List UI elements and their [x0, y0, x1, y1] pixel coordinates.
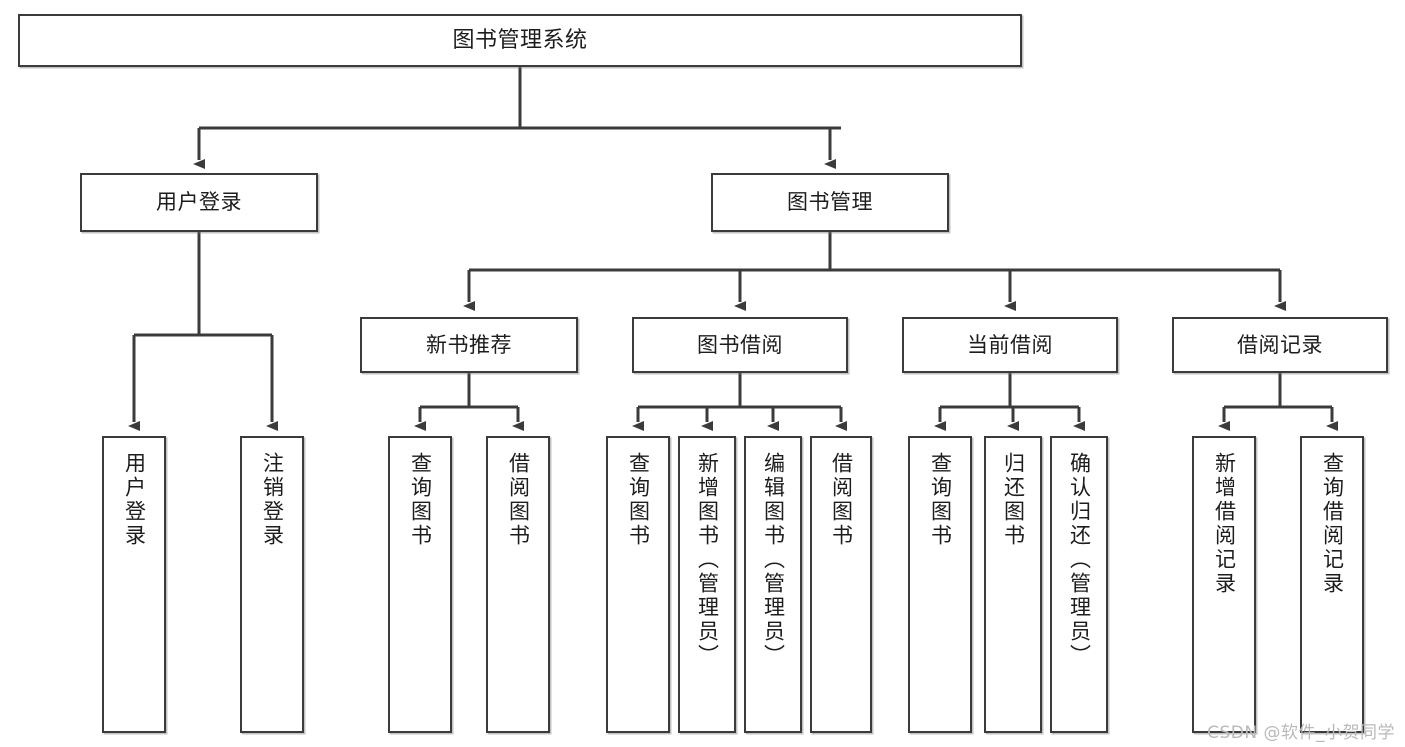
node-leaf-add-book-admin-label: 新增图书（管理员）: [695, 452, 720, 668]
node-book-borrow-label: 图书借阅: [697, 332, 783, 357]
node-leaf-borrow-book-1-label: 借阅图书: [506, 452, 531, 548]
node-user-login[interactable]: 用户登录: [80, 173, 318, 232]
node-leaf-query-book-1-label: 查询图书: [408, 452, 433, 548]
node-leaf-add-borrow-record-label: 新增借阅记录: [1212, 452, 1237, 596]
csdn-watermark: CSDN @软件_小贺同学: [1207, 723, 1395, 743]
node-leaf-add-borrow-record[interactable]: 新增借阅记录: [1192, 436, 1256, 733]
node-book-manage[interactable]: 图书管理: [711, 173, 949, 232]
node-leaf-borrow-book-1[interactable]: 借阅图书: [486, 436, 550, 733]
node-leaf-user-login[interactable]: 用户登录: [102, 436, 166, 733]
node-borrow-record-label: 借阅记录: [1237, 332, 1323, 357]
node-leaf-return-book-label: 归还图书: [1001, 452, 1026, 548]
node-root-label: 图书管理系统: [452, 27, 588, 53]
node-book-manage-label: 图书管理: [787, 190, 873, 215]
node-current-borrow-label: 当前借阅: [967, 332, 1053, 357]
node-leaf-confirm-return-admin[interactable]: 确认归还（管理员）: [1050, 436, 1108, 733]
node-leaf-logout-login-label: 注销登录: [260, 452, 285, 548]
node-leaf-borrow-book-2[interactable]: 借阅图书: [810, 436, 872, 733]
node-leaf-query-borrow-record-label: 查询借阅记录: [1320, 452, 1345, 596]
node-leaf-logout-login[interactable]: 注销登录: [240, 436, 304, 733]
node-leaf-query-book-1[interactable]: 查询图书: [388, 436, 452, 733]
node-new-book-recommend[interactable]: 新书推荐: [360, 317, 578, 373]
node-current-borrow[interactable]: 当前借阅: [902, 317, 1118, 373]
node-leaf-query-book-3-label: 查询图书: [928, 452, 953, 548]
node-book-borrow[interactable]: 图书借阅: [632, 317, 848, 373]
node-borrow-record[interactable]: 借阅记录: [1172, 317, 1388, 373]
node-leaf-edit-book-admin-label: 编辑图书（管理员）: [761, 452, 786, 668]
node-leaf-confirm-return-admin-label: 确认归还（管理员）: [1067, 452, 1092, 668]
node-leaf-return-book[interactable]: 归还图书: [984, 436, 1042, 733]
node-new-book-recommend-label: 新书推荐: [426, 332, 512, 357]
node-user-login-label: 用户登录: [156, 190, 242, 215]
node-leaf-query-book-2-label: 查询图书: [626, 452, 651, 548]
node-leaf-edit-book-admin[interactable]: 编辑图书（管理员）: [744, 436, 802, 733]
node-leaf-borrow-book-2-label: 借阅图书: [829, 452, 854, 548]
node-leaf-query-book-2[interactable]: 查询图书: [606, 436, 670, 733]
node-leaf-user-login-label: 用户登录: [122, 452, 147, 548]
node-leaf-query-book-3[interactable]: 查询图书: [908, 436, 972, 733]
node-root[interactable]: 图书管理系统: [18, 14, 1022, 67]
node-leaf-add-book-admin[interactable]: 新增图书（管理员）: [678, 436, 736, 733]
node-leaf-query-borrow-record[interactable]: 查询借阅记录: [1300, 436, 1364, 733]
